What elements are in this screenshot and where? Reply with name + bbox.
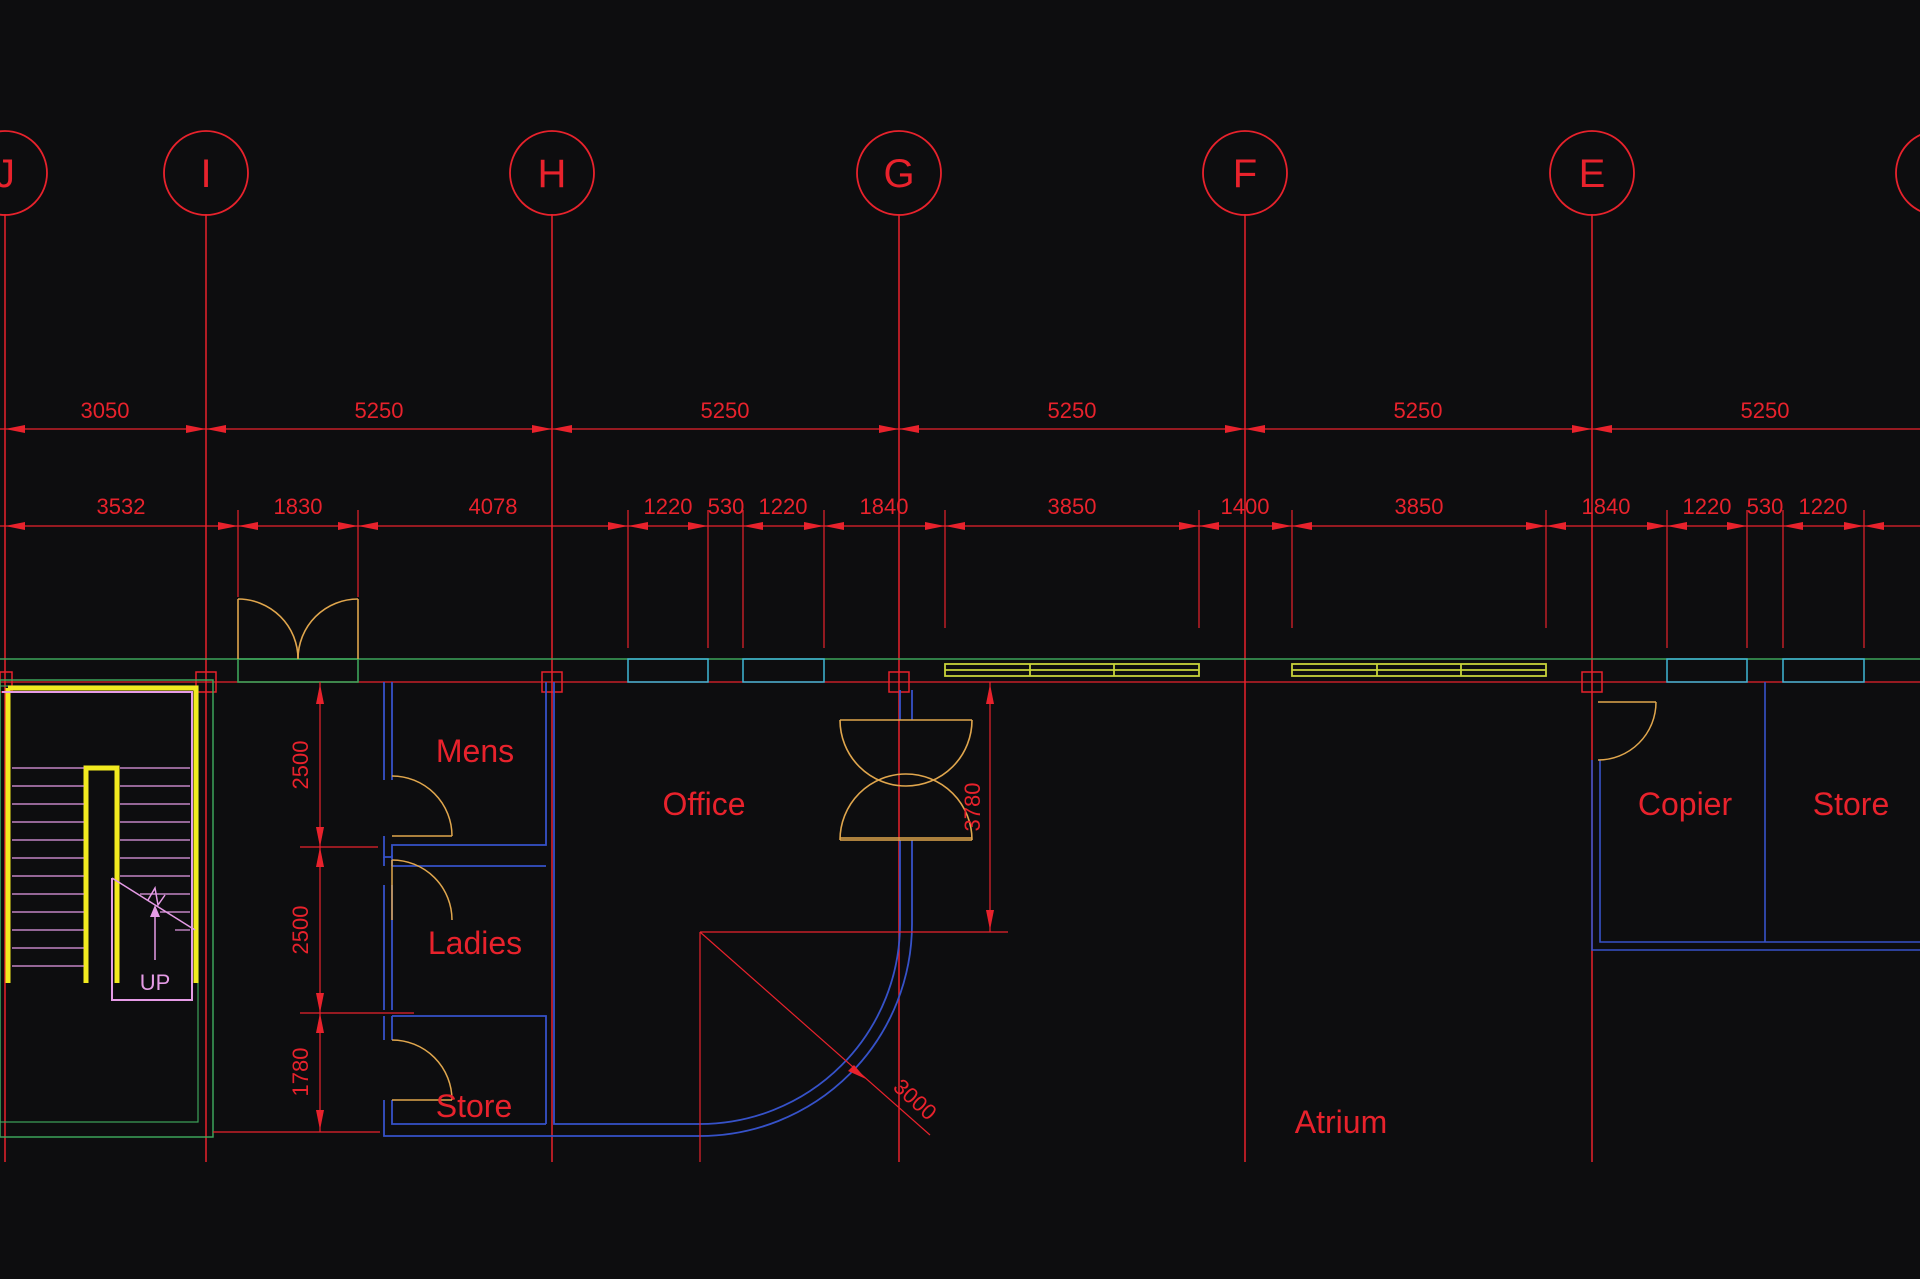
- grid-bubbles: J I H G F E: [0, 130, 1920, 216]
- room-label-ladies: Ladies: [428, 925, 522, 961]
- detail-dim-12: 1220: [1683, 494, 1732, 519]
- room-label-store-left: Store: [436, 1088, 512, 1124]
- stair-handrail-center: [83, 765, 120, 983]
- copier-door: [1597, 701, 1657, 761]
- grid-bubble-j: [0, 130, 48, 216]
- detail-dim-11: 1840: [1582, 494, 1631, 519]
- grid-label-i: I: [200, 152, 211, 196]
- facade: [0, 658, 1920, 693]
- detail-dim-7: 1840: [860, 494, 909, 519]
- washroom-doors: [391, 775, 453, 1101]
- detail-dim-6: 1220: [759, 494, 808, 519]
- overall-dim-4: 5250: [1048, 398, 1097, 423]
- overall-dim-1: 3050: [81, 398, 130, 423]
- office-vertical-dimension: 3780: [700, 682, 1008, 933]
- window-cyan-1: [627, 658, 709, 683]
- detail-dim-14: 1220: [1799, 494, 1848, 519]
- grid-bubble-g: [856, 130, 942, 216]
- window-cyan-2: [742, 658, 825, 683]
- room-label-atrium: Atrium: [1295, 1104, 1387, 1140]
- detail-dim-13: 530: [1747, 494, 1784, 519]
- vertical-dim-ladies: 2500: [288, 906, 313, 955]
- grid-label-e: E: [1579, 152, 1606, 196]
- vertical-dim-3780: 3780: [960, 783, 985, 832]
- overall-dim-2: 5250: [355, 398, 404, 423]
- grid-bubble-d: [1895, 134, 1920, 212]
- overall-dim-5: 5250: [1394, 398, 1443, 423]
- stair-core: UP: [0, 679, 214, 1138]
- grid-bubble-h: [509, 130, 595, 216]
- grid-bubble-i: [163, 130, 249, 216]
- radius-dimension: 3000: [699, 931, 942, 1162]
- detail-dim-5: 530: [708, 494, 745, 519]
- yellow-windows: [944, 663, 1547, 677]
- detail-dim-extension-lines: [237, 510, 1865, 648]
- detail-dim-8: 3850: [1048, 494, 1097, 519]
- room-label-office: Office: [663, 786, 746, 822]
- office-double-door: [839, 719, 973, 841]
- overall-dim-3: 5250: [701, 398, 750, 423]
- detail-dim-1: 3532: [97, 494, 146, 519]
- office-curved-wall: [699, 690, 913, 1137]
- detail-dim-9: 1400: [1221, 494, 1270, 519]
- grid-lines: [4, 214, 1593, 1162]
- stair-treads: [12, 767, 190, 967]
- room-label-copier: Copier: [1638, 786, 1733, 822]
- cyan-windows: [627, 658, 1865, 683]
- overall-dimension-line: 3050 5250 5250 5250 5250 5250: [0, 398, 1920, 433]
- overall-dim-6: 5250: [1741, 398, 1790, 423]
- room-label-store-right: Store: [1813, 786, 1889, 822]
- washroom-vertical-dimensions: 2500 2500 1780: [288, 682, 414, 1133]
- entrance-double-door: [237, 598, 359, 683]
- window-cyan-3: [1666, 658, 1748, 683]
- room-labels: Mens Ladies Store Office Atrium Copier S…: [428, 733, 1889, 1140]
- window-cyan-4: [1782, 658, 1865, 683]
- detail-dim-3: 4078: [469, 494, 518, 519]
- grid-label-j: J: [0, 152, 15, 196]
- detail-dim-2: 1830: [274, 494, 323, 519]
- washroom-walls: [383, 682, 700, 1137]
- column-markers: [0, 671, 1603, 693]
- stair-break-line: [111, 877, 196, 931]
- grid-label-g: G: [883, 152, 914, 196]
- stair-core-outline: [0, 679, 214, 1138]
- radius-dim-3000: 3000: [888, 1074, 941, 1125]
- stair-up-label: UP: [140, 970, 171, 995]
- grid-bubble-e: [1549, 130, 1635, 216]
- detail-dim-10: 3850: [1395, 494, 1444, 519]
- right-rooms-walls: [1591, 682, 1920, 951]
- vertical-dim-store: 1780: [288, 1048, 313, 1097]
- stair-handrail-top: [8, 685, 199, 983]
- grid-label-h: H: [538, 152, 567, 196]
- detail-dim-arrows: [5, 522, 1884, 530]
- grid-label-f: F: [1233, 152, 1257, 196]
- detail-dim-4: 1220: [644, 494, 693, 519]
- vertical-dim-mens: 2500: [288, 741, 313, 790]
- room-label-mens: Mens: [436, 733, 514, 769]
- overall-dim-arrows: [5, 425, 1612, 433]
- grid-bubble-f: [1202, 130, 1288, 216]
- detail-dimension-line: 3532 1830 4078 1220 530 1220 1840 3850 1…: [0, 494, 1920, 648]
